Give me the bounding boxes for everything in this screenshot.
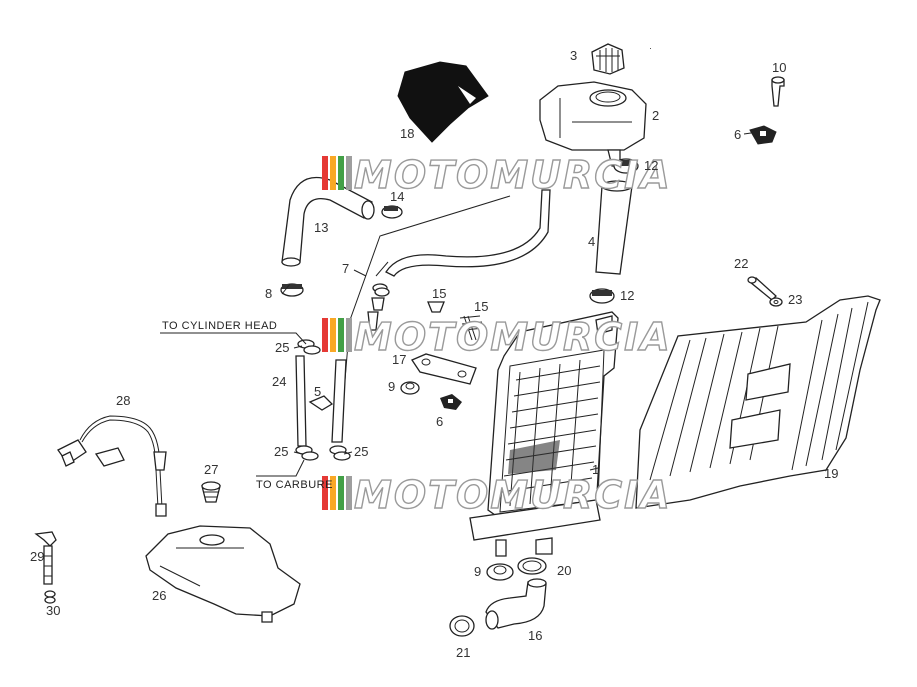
part-14-clamp: [381, 205, 403, 219]
caption-to-carburetor: TO CARBURE: [256, 479, 333, 491]
part-18-cover: [397, 61, 489, 143]
label-part-25-left: 25: [274, 444, 288, 459]
label-part-16: 16: [528, 628, 542, 643]
label-part-25-right: 25: [354, 444, 368, 459]
part-20-ring: [517, 557, 547, 575]
label-part-29: 29: [30, 549, 44, 564]
part-15-bolt: [427, 301, 445, 313]
label-part-12-lower: 12: [620, 288, 634, 303]
caption-line-cylinder-head: [160, 332, 307, 345]
label-part-26: 26: [152, 588, 166, 603]
part-9-grommet: [400, 381, 420, 395]
label-part-27: 27: [204, 462, 218, 477]
watermark-top: MOTOMURCIA: [322, 152, 672, 198]
stray-dot: [650, 48, 651, 49]
label-part-22: 22: [734, 256, 748, 271]
part-7-lower-hose: [331, 359, 347, 443]
part-10-bolt: [771, 76, 785, 107]
label-part-13: 13: [314, 220, 328, 235]
caption-line-carburetor: [256, 459, 305, 477]
part-number-labels: 1 2 3 4 5 6 6 7 8 9 9 10 12 12 13 14 15 …: [30, 48, 838, 660]
label-part-25-top: 25: [275, 340, 289, 355]
watermark-text: MOTOMURCIA: [354, 473, 672, 517]
part-23-washer: [769, 297, 783, 307]
part-7-tube: [385, 189, 551, 277]
label-part-7: 7: [342, 261, 349, 276]
part-29-tap: [34, 531, 57, 585]
part-12-clamp-upper: [613, 158, 639, 174]
part-25-clips-left: [295, 445, 319, 461]
label-part-9-lower: 9: [474, 564, 481, 579]
part-4-hose: [595, 180, 633, 275]
part-30-washer: [44, 590, 56, 604]
part-5-bracket: [308, 395, 334, 411]
part-28-sensor-cable: [57, 415, 167, 517]
part-24-pipe: [295, 355, 307, 447]
watermark-bottom: MOTOMURCIA: [322, 472, 672, 518]
label-part-8: 8: [265, 286, 272, 301]
label-part-20: 20: [557, 563, 571, 578]
part-25-clips-top: [297, 339, 321, 355]
watermark-middle: MOTOMURCIA: [322, 314, 672, 360]
part-21-clamp: [449, 615, 475, 637]
label-part-6-mid: 6: [436, 414, 443, 429]
part-19-grille: [635, 295, 881, 509]
label-part-9-upper: 9: [388, 379, 395, 394]
part-8-clamp: [280, 283, 304, 297]
part-27-fitting: [201, 481, 221, 503]
part-3-cap: [591, 43, 625, 75]
label-part-30: 30: [46, 603, 60, 618]
label-part-10: 10: [772, 60, 786, 75]
label-part-12-upper: 12: [644, 158, 658, 173]
caption-to-cylinder-head: TO CYLINDER HEAD: [162, 320, 277, 332]
label-part-6-top: 6: [734, 127, 741, 142]
fittings: [367, 283, 390, 331]
label-part-15-thread: 15: [474, 299, 488, 314]
part-18-notch: [458, 86, 476, 104]
label-part-19: 19: [824, 466, 838, 481]
part-22-screw: [747, 276, 777, 301]
label-part-1: 1: [592, 462, 599, 477]
part-1-radiator: [469, 311, 619, 557]
label-part-28: 28: [116, 393, 130, 408]
part-15-thread: [459, 315, 485, 341]
part-12-clamp-lower: [589, 288, 615, 304]
part-26-reservoir: [145, 525, 301, 623]
label-part-24: 24: [272, 374, 286, 389]
label-part-23: 23: [788, 292, 802, 307]
part-9-grommet-lower: [486, 563, 514, 581]
part-16-elbow-hose: [485, 578, 547, 630]
part-6-clip-mid: [440, 394, 462, 410]
label-part-14: 14: [390, 189, 404, 204]
label-part-15-bolt: 15: [432, 286, 446, 301]
label-part-2: 2: [652, 108, 659, 123]
label-part-17: 17: [392, 352, 406, 367]
label-part-4: 4: [588, 234, 595, 249]
label-part-5: 5: [314, 384, 321, 399]
leader-lines: [281, 131, 759, 471]
part-6-clip-top: [749, 125, 777, 145]
label-part-18: 18: [400, 126, 414, 141]
part-13-bent-hose: [281, 176, 375, 267]
label-part-3: 3: [570, 48, 577, 63]
label-part-21: 21: [456, 645, 470, 660]
watermark-text: MOTOMURCIA: [354, 315, 672, 359]
watermark-text: MOTOMURCIA: [354, 153, 672, 197]
part-17-plate: [411, 353, 477, 385]
